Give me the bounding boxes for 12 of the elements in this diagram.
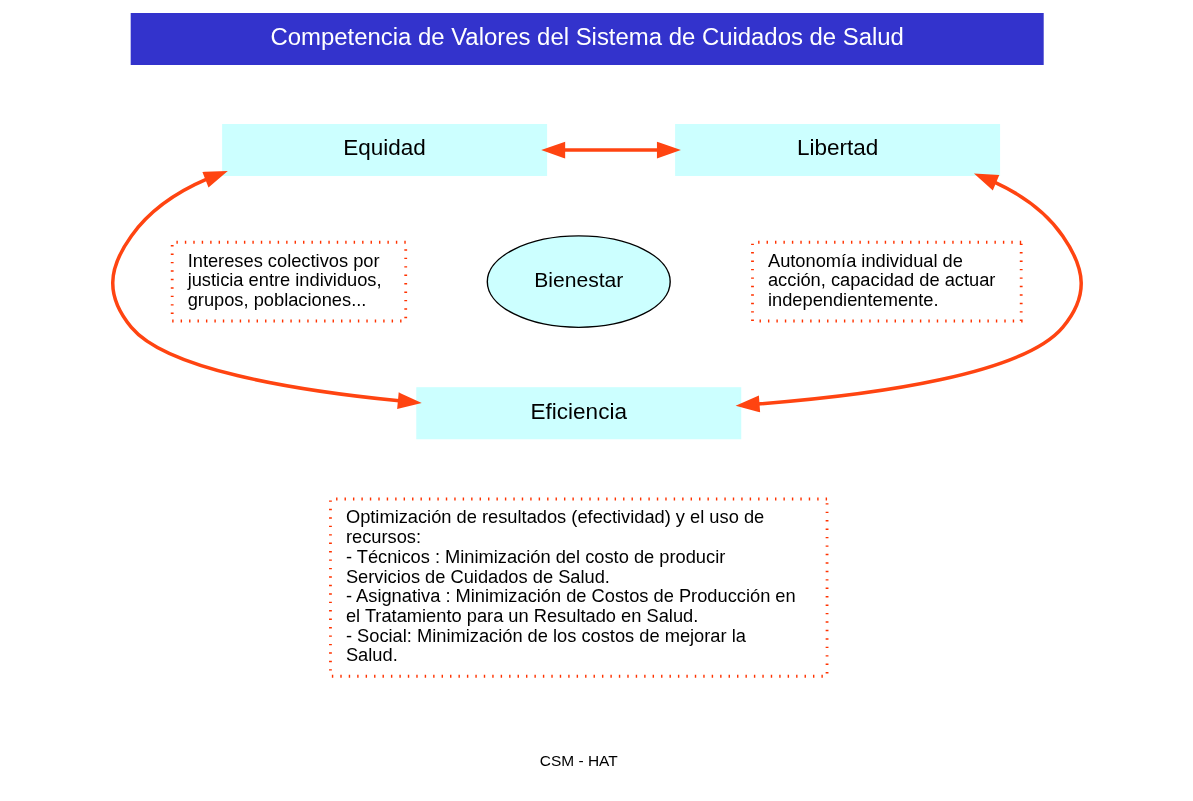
arrow xyxy=(540,141,681,159)
node-ellipse: Bienestar xyxy=(486,235,671,329)
node-box: Optimización de resultados (efectividad) y el uso de recursos: - Técnicos : Minimización del costo de producir Servicios de Cuidados de Salud. - Asignativa : Minimización de Costos de Producción en el Tratamiento para un Resultado en Salud. - Social: Minimización de los costos de mejorar la Salud. xyxy=(328,497,828,678)
node-box: Autonomía individual de acción, capacidad de actuar independientemente. xyxy=(750,240,1023,323)
node-box: Libertad xyxy=(674,124,1000,177)
node-box: Equidad xyxy=(221,124,547,177)
node-box: Eficiencia xyxy=(415,387,741,440)
diagram-title: Competencia de Valores del Sistema de Cuidados de Salud xyxy=(269,22,904,50)
arrow xyxy=(110,171,422,410)
node-box: Intereses colectivos por justicia entre individuos, grupos, poblaciones... xyxy=(170,240,407,323)
arrow xyxy=(735,173,1083,413)
label: CSM - HAT xyxy=(539,751,618,769)
